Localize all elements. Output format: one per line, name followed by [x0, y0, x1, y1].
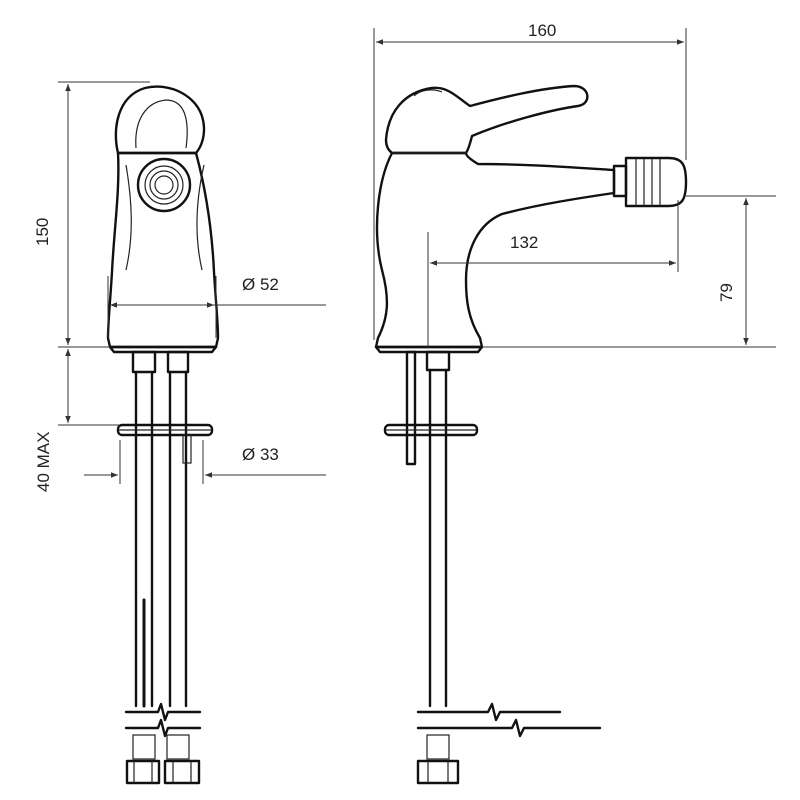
dim-label-overall-height: 150: [33, 218, 52, 246]
front-spout-outlet: [136, 157, 192, 213]
front-dimensions: 150 40 MAX Ø 52 Ø 33: [33, 81, 326, 492]
dim-label-mount-max: 40 MAX: [34, 432, 53, 492]
side-supply-pipes: [405, 350, 602, 785]
front-hex-nuts: [125, 759, 201, 785]
front-mounting-bracket: [116, 423, 214, 464]
side-mounting-bracket: [383, 423, 479, 437]
dim-label-body-diameter: Ø 52: [242, 275, 279, 294]
side-lever-handle: [384, 84, 589, 155]
dim-label-overall-length: 160: [528, 21, 556, 40]
side-view: [374, 84, 688, 785]
front-body: [106, 151, 220, 349]
side-hex-nut: [416, 759, 460, 785]
front-supply-pipes: [124, 350, 202, 785]
front-handle: [114, 85, 206, 155]
dim-label-spout-reach: 132: [510, 233, 538, 252]
front-view: [106, 85, 220, 785]
dim-label-shank-diameter: Ø 33: [242, 445, 279, 464]
side-body: [374, 151, 616, 349]
side-spout-aerator: [612, 156, 688, 208]
dim-label-outlet-height: 79: [717, 283, 736, 302]
side-dimensions: 160 132 79: [373, 21, 776, 348]
